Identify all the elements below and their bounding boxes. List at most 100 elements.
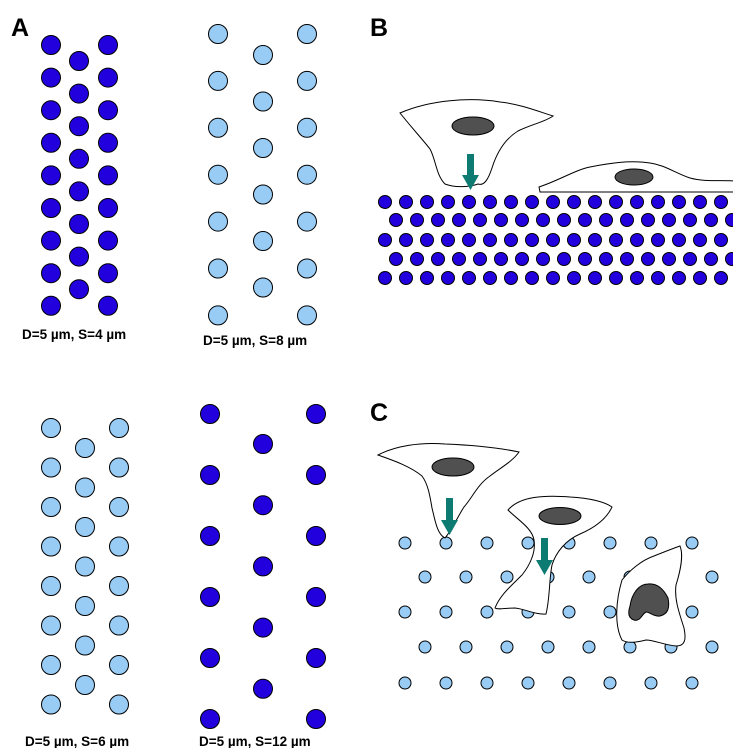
pillar <box>644 676 658 690</box>
pillar <box>378 271 392 285</box>
pillar <box>253 138 273 158</box>
pillar <box>208 24 228 44</box>
pillar <box>41 198 61 218</box>
pillar <box>98 67 118 88</box>
nucleus <box>431 457 475 477</box>
pillar <box>557 213 571 227</box>
pillar <box>651 233 665 247</box>
pillar <box>98 165 118 186</box>
pillar <box>69 148 89 169</box>
pillar <box>452 213 466 227</box>
pillar <box>578 252 592 266</box>
pillar <box>441 233 455 247</box>
pillar <box>398 676 412 690</box>
pillar <box>672 233 686 247</box>
pillar <box>494 213 508 227</box>
cell-c1 <box>376 443 520 539</box>
pillar <box>562 605 576 619</box>
panel-label-a: A <box>11 14 29 42</box>
pillar <box>685 676 699 690</box>
pillar <box>459 640 473 654</box>
pillar <box>439 605 453 619</box>
pillar <box>75 596 95 616</box>
pillar <box>109 536 129 557</box>
caption-s6: D=5 µm, S=6 µm <box>25 734 129 748</box>
pillar <box>462 271 476 285</box>
pillar <box>109 418 129 438</box>
pillar <box>69 181 89 202</box>
pillar <box>200 526 220 546</box>
pillar <box>603 536 617 550</box>
pillar <box>725 213 733 227</box>
pillar <box>693 271 707 285</box>
pillar <box>462 195 476 209</box>
pillar <box>546 271 560 285</box>
pillar <box>208 164 228 185</box>
pillar <box>253 91 273 112</box>
pillar <box>208 70 228 91</box>
pillar <box>546 195 560 209</box>
pillar <box>603 605 617 619</box>
pillar <box>378 195 392 209</box>
pillar <box>500 640 514 654</box>
pillar <box>683 213 697 227</box>
pillar <box>297 164 317 185</box>
pillar <box>41 497 61 517</box>
pillar <box>459 570 473 584</box>
pillar <box>480 676 494 690</box>
pillar <box>672 271 686 285</box>
cell-body <box>376 443 520 539</box>
pillar <box>297 117 317 138</box>
pillar <box>253 45 273 65</box>
pillar <box>630 271 644 285</box>
pillar <box>253 617 273 638</box>
pillar-grid-s8 <box>208 24 317 326</box>
cell-c2 <box>494 495 613 615</box>
pillar <box>685 605 699 619</box>
pillar <box>567 195 581 209</box>
pillar <box>480 605 494 619</box>
pillar <box>588 271 602 285</box>
pillar <box>483 195 497 209</box>
pillar <box>418 570 432 584</box>
pillar <box>473 252 487 266</box>
pillar <box>515 252 529 266</box>
pillar <box>98 295 118 316</box>
pillar <box>410 213 424 227</box>
pillar <box>651 195 665 209</box>
pillar <box>253 277 273 298</box>
pillar <box>562 676 576 690</box>
pillar <box>420 271 434 285</box>
pillar <box>306 526 326 546</box>
pillar <box>483 233 497 247</box>
nucleus <box>614 168 654 186</box>
cell-b1 <box>399 99 555 188</box>
panel-label-c: C <box>370 399 388 427</box>
pillar <box>297 24 317 44</box>
pillar <box>714 233 728 247</box>
pillar <box>672 195 686 209</box>
pillar <box>582 570 596 584</box>
nucleus <box>451 116 495 136</box>
pillar <box>420 233 434 247</box>
pillar <box>200 465 220 485</box>
pillar <box>588 195 602 209</box>
pillar <box>109 497 129 517</box>
pillar <box>504 233 518 247</box>
pillar <box>431 252 445 266</box>
pillar <box>704 213 718 227</box>
pillar <box>306 648 326 668</box>
pillar <box>515 213 529 227</box>
pillar <box>41 67 61 88</box>
pillar <box>98 230 118 251</box>
pillar <box>69 83 89 104</box>
pillar <box>41 263 61 284</box>
pillar <box>253 556 273 577</box>
pillar <box>253 678 273 699</box>
pillar <box>253 184 273 205</box>
arrow-down-icon <box>536 538 553 575</box>
pillar <box>109 576 129 596</box>
pillar <box>641 213 655 227</box>
pillar <box>378 233 392 247</box>
pillar <box>109 694 129 715</box>
